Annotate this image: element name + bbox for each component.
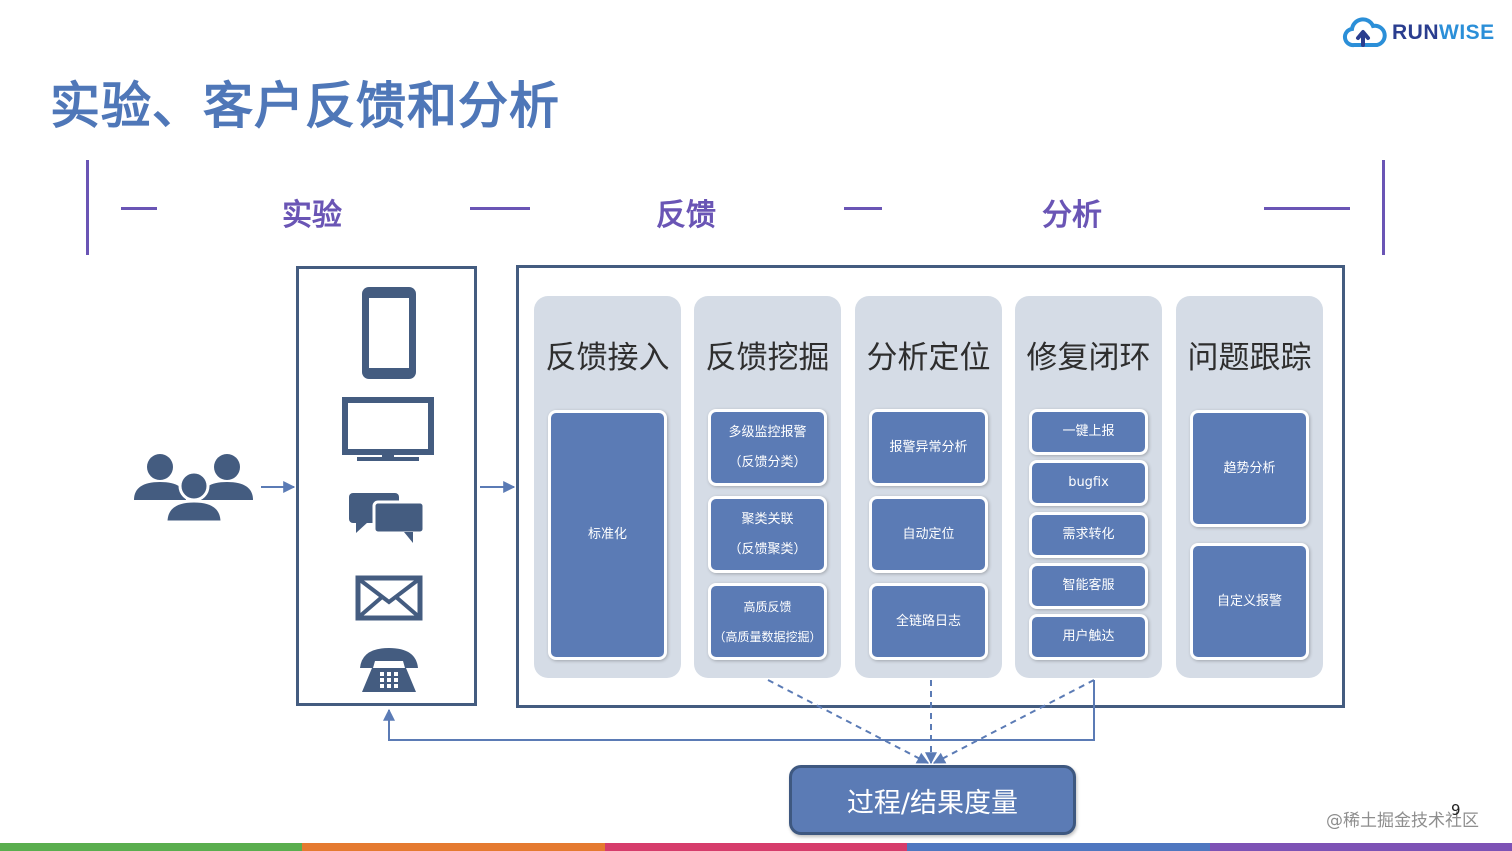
footer-stripe-segment [604,843,908,851]
cloud-logo-icon [1342,17,1387,48]
page-number: 9 [1451,801,1461,819]
runwise-logo: RUNWISE [1342,16,1495,50]
column-title: 修复闭环 [1026,340,1151,376]
phase-dash [470,207,530,210]
phase-bar: 实验 反馈 分析 [0,160,1512,256]
watermark: @稀土掘金技术社区 [1326,811,1479,831]
phase-bar-left-edge [86,160,89,255]
cell-full-trace-log: 全链路日志 [869,583,988,660]
cell-trend-analysis: 趋势分析 [1190,410,1309,527]
cell-smart-customer-service: 智能客服 [1029,563,1148,609]
cell-alarm-anomaly-analysis: 报警异常分析 [869,409,988,486]
cell-subtext: （高质量数据挖掘） [713,629,822,644]
cell-text: 报警异常分析 [889,439,968,455]
cell-subtext: （反馈分类） [728,454,807,470]
column-title: 问题跟踪 [1187,340,1312,376]
phase-label-experiment: 实验 [282,198,342,233]
cell-standardization: 标准化 [548,410,667,660]
cell-text: 一键上报 [1062,424,1115,439]
cell-text: 自动定位 [902,526,955,542]
cell-subtext: （反馈聚类） [728,541,807,557]
logo-run-text: RUN [1392,21,1439,44]
cell-text: 用户触达 [1062,629,1115,644]
cell-auto-location: 自动定位 [869,496,988,573]
phase-dash [121,207,157,210]
cell-text: 全链路日志 [895,613,961,629]
column-issue-tracking: 问题跟踪 趋势分析 自定义报警 [1176,296,1323,678]
channel-box [296,266,477,706]
process-result-metrics-box: 过程/结果度量 [789,765,1076,835]
footer-color-stripe [0,843,1512,851]
footer-stripe-segment [1209,843,1512,851]
footer-stripe-segment [302,843,605,851]
cell-text: 自定义报警 [1216,593,1282,609]
cell-cluster-correlation: 聚类关联 （反馈聚类） [708,496,827,573]
cell-user-reach: 用户触达 [1029,614,1148,660]
phase-dash [1264,207,1350,210]
cell-multilevel-alarm: 多级监控报警 （反馈分类） [708,409,827,486]
cell-text: 多级监控报警 [728,424,807,440]
column-fix-loop: 修复闭环 一键上报 bugfix 需求转化 智能客服 用户触达 [1015,296,1162,678]
footer-stripe-segment [907,843,1210,851]
cell-text: 需求转化 [1062,527,1115,542]
column-title: 分析定位 [866,340,991,376]
cell-text: 高质反馈 [743,599,792,614]
logo-wise-text: WISE [1439,21,1495,44]
cell-bugfix: bugfix [1029,460,1148,506]
cell-high-quality-feedback: 高质反馈 （高质量数据挖掘） [708,583,827,660]
column-feedback-intake: 反馈接入 标准化 [534,296,681,678]
cell-text: 聚类关联 [741,511,794,527]
cell-requirement-conversion: 需求转化 [1029,512,1148,558]
phase-label-feedback: 反馈 [656,198,716,233]
column-analysis-location: 分析定位 报警异常分析 自动定位 全链路日志 [855,296,1002,678]
cell-text: 趋势分析 [1223,460,1276,476]
footer-stripe-segment [0,843,303,851]
phase-dash [844,207,882,210]
column-feedback-mining: 反馈挖掘 多级监控报警 （反馈分类） 聚类关联 （反馈聚类） 高质反馈 （高质量… [694,296,841,678]
slide-title: 实验、客户反馈和分析 [50,77,560,135]
cell-text: bugfix [1068,475,1109,490]
cell-text: 智能客服 [1062,578,1115,593]
phase-bar-right-edge [1382,160,1385,255]
cell-one-click-report: 一键上报 [1029,409,1148,455]
cell-custom-alarm: 自定义报警 [1190,543,1309,660]
cell-text: 标准化 [587,527,627,542]
column-title: 反馈接入 [545,340,670,376]
metrics-label: 过程/结果度量 [846,787,1019,819]
phase-label-analysis: 分析 [1042,198,1102,233]
column-title: 反馈挖掘 [705,340,830,376]
